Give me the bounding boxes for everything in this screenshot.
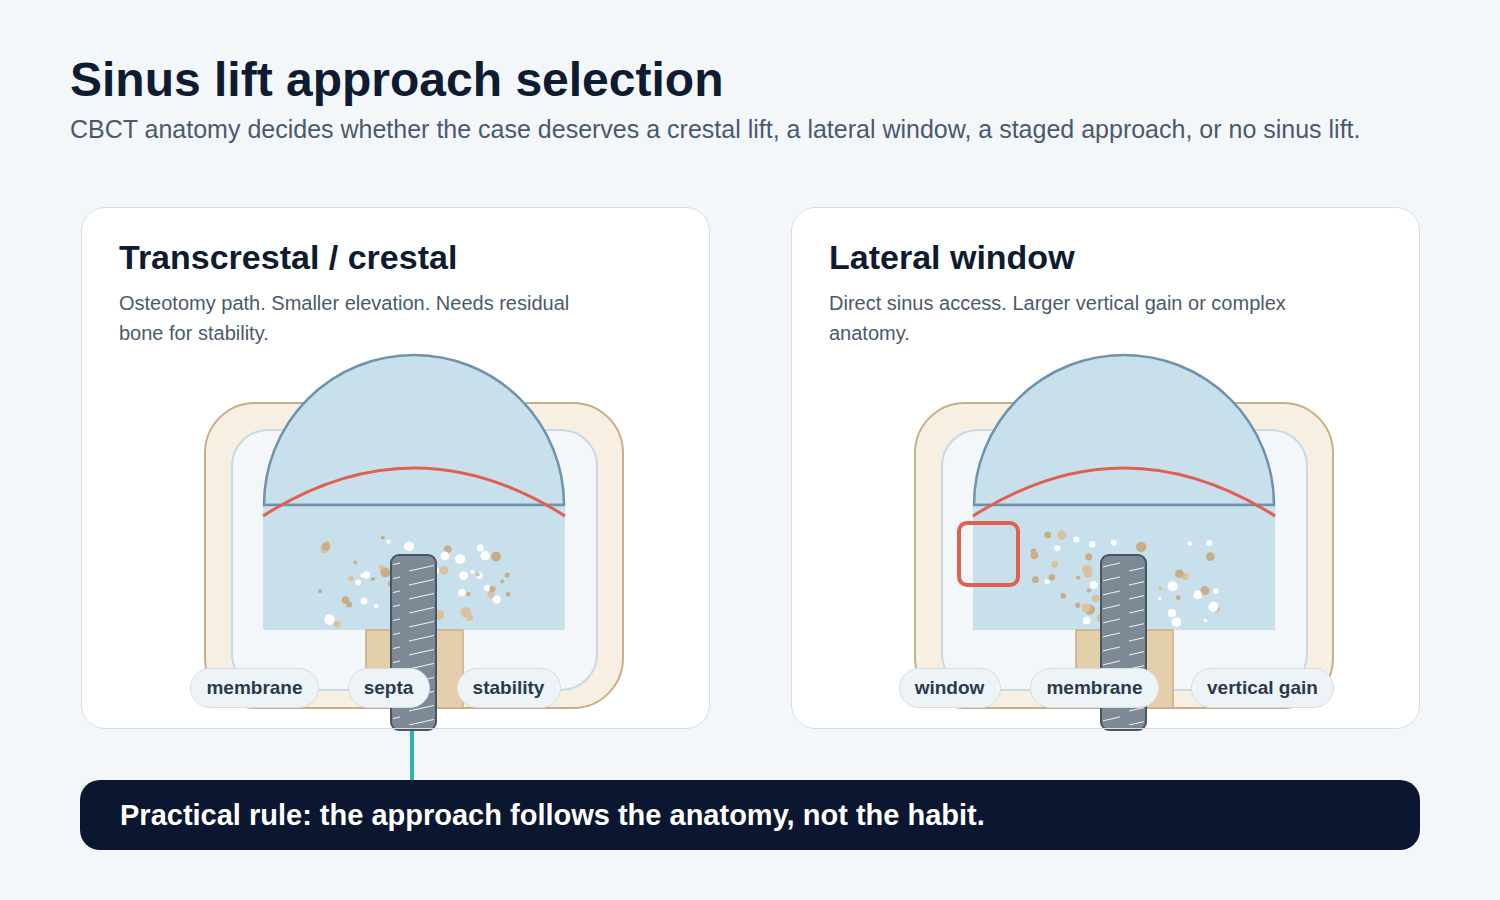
graft-particle [342, 596, 350, 604]
graft-particle [1045, 579, 1050, 584]
graft-particle [458, 589, 465, 596]
graft-particle [1188, 541, 1193, 546]
caption: CBCT anatomy decides whether the case de… [70, 113, 1410, 146]
graft-particle [1076, 576, 1080, 580]
graft-particle [477, 545, 484, 552]
graft-particle [441, 552, 450, 561]
graft-particle [1061, 593, 1067, 599]
graft-particle [404, 541, 414, 551]
label-pill: membrane [190, 668, 319, 708]
graft-particle [1082, 565, 1092, 575]
graft-particle [1176, 595, 1181, 600]
graft-particle [360, 573, 364, 577]
graft-particle [1175, 569, 1184, 578]
graft-particle [1206, 552, 1215, 561]
graft-particle [489, 586, 495, 592]
graft-particle [1168, 581, 1178, 591]
graft-particle [1044, 532, 1051, 539]
graft-particle [1159, 587, 1163, 591]
graft-particle [459, 571, 468, 580]
graft-particle [476, 572, 483, 579]
graft-particle [1054, 545, 1060, 551]
graft-particle [322, 542, 331, 551]
graft-particle [476, 573, 480, 577]
graft-particle [348, 576, 353, 581]
graft-particle [506, 592, 511, 597]
graft-particle [466, 592, 470, 596]
label-pill: window [899, 668, 1001, 708]
graft-particle [1213, 588, 1218, 593]
graft-particle [1085, 553, 1092, 560]
graft-particle [1168, 609, 1176, 617]
card-ground [791, 207, 1420, 729]
graft-particle [1158, 597, 1162, 601]
graft-particle [381, 536, 385, 540]
label-pill: septa [348, 668, 430, 708]
card-heading: Lateral window [829, 238, 1075, 277]
graft-particle [1049, 574, 1056, 581]
graft-particle [355, 580, 361, 586]
label-pill: membrane [1030, 668, 1159, 708]
graft-particle [374, 604, 379, 609]
graft-particle [354, 561, 358, 565]
graft-particle [324, 614, 334, 624]
label-text: membrane [1046, 677, 1142, 699]
graft-particle [470, 570, 474, 574]
graft-particle [484, 585, 490, 591]
graft-particle [386, 540, 390, 544]
graft-particle [491, 552, 501, 562]
label-text: window [915, 677, 985, 699]
graft-particle [1087, 588, 1091, 592]
leader-line [410, 728, 414, 780]
graft-particle [487, 591, 494, 598]
graft-particle [318, 589, 322, 593]
approach-card: Transcrestal / crestalOsteotomy path. Sm… [81, 207, 710, 729]
graft-particle [1083, 617, 1091, 625]
graft-particle [1172, 617, 1182, 627]
graft-particle [466, 614, 473, 621]
graft-particle [1111, 540, 1117, 546]
card-body: Direct sinus access. Larger vertical gai… [829, 288, 1299, 348]
graft-particle [371, 577, 375, 581]
graft-particle [1057, 531, 1066, 540]
graft-particle [1032, 576, 1039, 583]
graft-particle [1073, 537, 1079, 543]
title: Sinus lift approach selection [70, 52, 723, 107]
graft-particle [361, 597, 368, 604]
graft-particle [1090, 581, 1098, 589]
graft-particle [1204, 619, 1208, 623]
label-text: stability [473, 677, 545, 699]
graft-particle [500, 579, 504, 583]
rule-text: Practical rule: the approach follows the… [120, 799, 985, 832]
graft-particle [1082, 604, 1091, 613]
graft-particle [455, 554, 465, 564]
graft-particle [440, 566, 449, 575]
label-text: membrane [206, 677, 302, 699]
graft-particle [493, 596, 501, 604]
rule-band: Practical rule: the approach follows the… [80, 780, 1420, 850]
graft-particle [481, 551, 490, 560]
graft-particle [334, 621, 341, 628]
graft-particle [1136, 542, 1146, 552]
label-pill: vertical gain [1191, 668, 1334, 708]
graft-particle [1051, 561, 1058, 568]
card-heading: Transcrestal / crestal [119, 238, 457, 277]
label-text: septa [364, 677, 414, 699]
approach-card: Lateral windowDirect sinus access. Large… [791, 207, 1420, 729]
label-pill: stability [457, 668, 561, 708]
graft-particle [1031, 552, 1039, 560]
graft-particle [1089, 541, 1095, 547]
graft-particle [1206, 540, 1212, 546]
card-ground [81, 207, 710, 729]
graft-particle [1075, 603, 1080, 608]
graft-particle [505, 573, 510, 578]
graft-particle [381, 568, 391, 578]
label-text: vertical gain [1207, 677, 1318, 699]
card-body: Osteotomy path. Smaller elevation. Needs… [119, 288, 589, 348]
graft-particle [1208, 602, 1218, 612]
graft-particle [1092, 595, 1100, 603]
graft-particle [1194, 591, 1203, 600]
